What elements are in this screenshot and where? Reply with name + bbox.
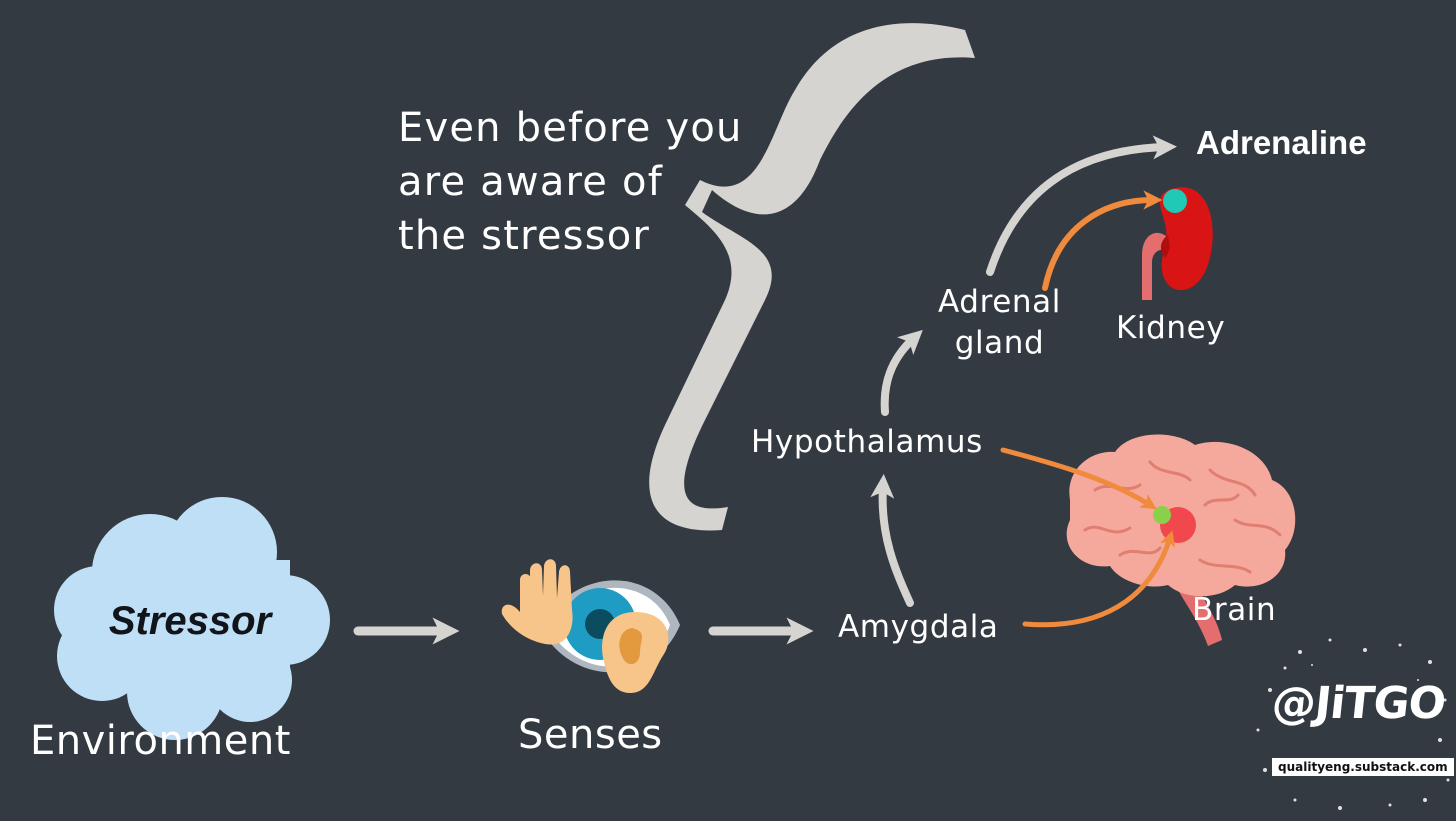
- aware-note-line-1: Even before you: [398, 105, 743, 151]
- brand-handle: @JiTGO: [1269, 678, 1448, 729]
- brand-logo: @JiTGO qualityeng.substack.com: [1262, 672, 1454, 788]
- arrow-adrenal-to-adrenaline: [986, 135, 1177, 276]
- aware-note-line-3: the stressor: [398, 213, 651, 259]
- adrenal-gland-line-2: gland: [954, 325, 1045, 361]
- amygdala-dot: [1153, 506, 1171, 524]
- senses-label: Senses: [518, 712, 663, 758]
- hypothalamus-label: Hypothalamus: [751, 424, 983, 460]
- adrenal-dot: [1163, 189, 1187, 213]
- arrow-amygdala-to-brain: [1022, 530, 1176, 628]
- environment-label: Environment: [30, 718, 291, 764]
- aware-note-line-2: are aware of: [398, 159, 663, 205]
- brace-icon: [649, 23, 975, 531]
- kidney-label: Kidney: [1116, 310, 1226, 346]
- adrenal-gland-line-1: Adrenal: [938, 284, 1061, 320]
- brand-splatter: [1256, 638, 1450, 810]
- aware-note: Even before you are aware of the stresso…: [398, 101, 798, 263]
- cloud-icon: [54, 497, 330, 740]
- hand-icon: [501, 559, 573, 645]
- arrow-amygdala-to-hypothalamus: [870, 474, 914, 607]
- ear-icon: [602, 612, 669, 693]
- brand-url: qualityeng.substack.com: [1272, 758, 1454, 776]
- brain-label: Brain: [1192, 592, 1277, 628]
- kidney-icon: [1142, 187, 1213, 300]
- adrenaline-label: Adrenaline: [1196, 124, 1367, 161]
- adrenal-gland-label: Adrenal gland: [922, 282, 1077, 364]
- arrow-hypothalamus-to-brain: [1000, 447, 1157, 510]
- arrow-hypothalamus-to-adrenal: [880, 329, 923, 416]
- arrow-adrenal-to-adrenal-dot: [1042, 190, 1163, 291]
- amygdala-label: Amygdala: [838, 609, 999, 645]
- stressor-label: Stressor: [108, 599, 272, 643]
